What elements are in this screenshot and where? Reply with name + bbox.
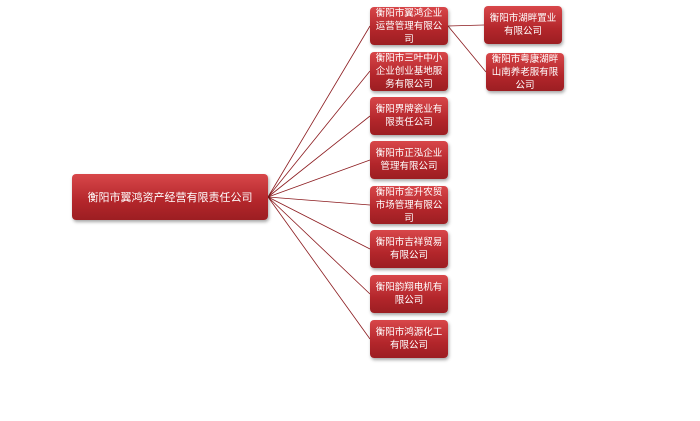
- root-node[interactable]: 衡阳市翼鸿资产经营有限责任公司: [72, 174, 268, 220]
- child-node[interactable]: 衡阳市三叶中小企业创业基地服务有限公司: [370, 52, 448, 91]
- child-node[interactable]: 衡阳市鸿源化工有限公司: [370, 320, 448, 358]
- connector: [267, 196, 371, 295]
- connector: [447, 25, 487, 73]
- connector: [267, 196, 371, 340]
- child-node[interactable]: 衡阳市吉祥贸易有限公司: [370, 230, 448, 268]
- grandchild-node[interactable]: 衡阳市湖畔置业有限公司: [484, 6, 562, 44]
- connector: [267, 159, 371, 198]
- connector: [447, 24, 485, 27]
- child-node[interactable]: 衡阳市金升农贸市场管理有限公司: [370, 186, 448, 224]
- connector: [267, 115, 371, 198]
- child-node[interactable]: 衡阳市正泓企业管理有限公司: [370, 141, 448, 179]
- child-node[interactable]: 衡阳市翼鸿企业运营管理有限公司: [370, 7, 448, 45]
- connector: [267, 196, 371, 206]
- connector: [267, 70, 371, 198]
- connector: [267, 196, 371, 250]
- grandchild-node[interactable]: 衡阳市粤康湖畔山南养老服有限公司: [486, 53, 564, 91]
- child-node[interactable]: 衡阳韵翔电机有限公司: [370, 275, 448, 313]
- child-node[interactable]: 衡阳界牌瓷业有限责任公司: [370, 97, 448, 135]
- connector: [267, 25, 371, 198]
